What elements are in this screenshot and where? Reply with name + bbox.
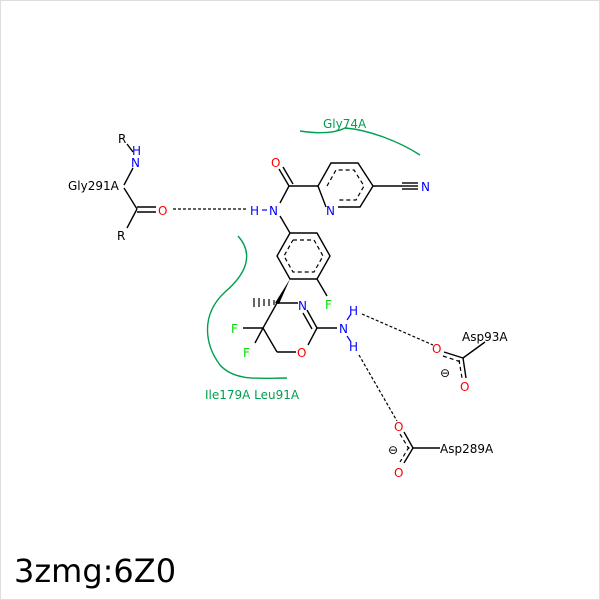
residue-asp93a: O O Asp93A ⊖	[432, 330, 508, 394]
h-atom: H	[349, 340, 358, 354]
residue-gly291a: R H N Gly291A O R	[68, 132, 167, 243]
hbond-asp289	[358, 354, 398, 422]
carbonyl-o-atom: O	[271, 156, 280, 170]
negative-charge-icon: ⊖	[388, 443, 398, 457]
f-atom: F	[243, 346, 250, 360]
f-atom: F	[325, 298, 332, 312]
h-atom: H	[250, 204, 259, 218]
hydrophobic-contour-ile-leu	[206, 235, 288, 380]
r-group-label: R	[117, 229, 125, 243]
ring-n-atom: N	[298, 299, 307, 313]
h-atom: H	[349, 304, 358, 318]
residue-label-gly291a: Gly291A	[68, 179, 120, 193]
o-atom: O	[394, 466, 403, 480]
o-atom: O	[432, 342, 441, 356]
n-atom: N	[131, 156, 140, 170]
r-group-label: R	[118, 132, 126, 146]
f-atom: F	[231, 322, 238, 336]
ligand-6z0: H N O N N F N O	[231, 156, 430, 360]
o-atom: O	[460, 380, 469, 394]
residue-label-ile179a-leu91a: Ile179A Leu91A	[205, 388, 300, 402]
hydrophobic-contour-gly74	[299, 127, 421, 156]
negative-charge-icon: ⊖	[440, 366, 450, 380]
nitrile-n-atom: N	[421, 180, 430, 194]
residue-label-gly74a: Gly74A	[323, 117, 367, 131]
o-atom: O	[394, 420, 403, 434]
pyridine-n-atom: N	[326, 204, 335, 218]
hbond-asp93	[361, 313, 434, 346]
o-atom: O	[158, 204, 167, 218]
ring-o-atom: O	[297, 346, 306, 360]
residue-label-asp289a: Asp289A	[440, 442, 494, 456]
residue-asp289a: O O Asp289A ⊖	[388, 420, 494, 480]
residue-label-asp93a: Asp93A	[462, 330, 508, 344]
diagram-title: 3zmg:6Z0	[14, 552, 177, 590]
h-atom: H	[132, 144, 141, 158]
amide-n-atom: N	[269, 204, 278, 218]
amine-n-atom: N	[339, 322, 348, 336]
